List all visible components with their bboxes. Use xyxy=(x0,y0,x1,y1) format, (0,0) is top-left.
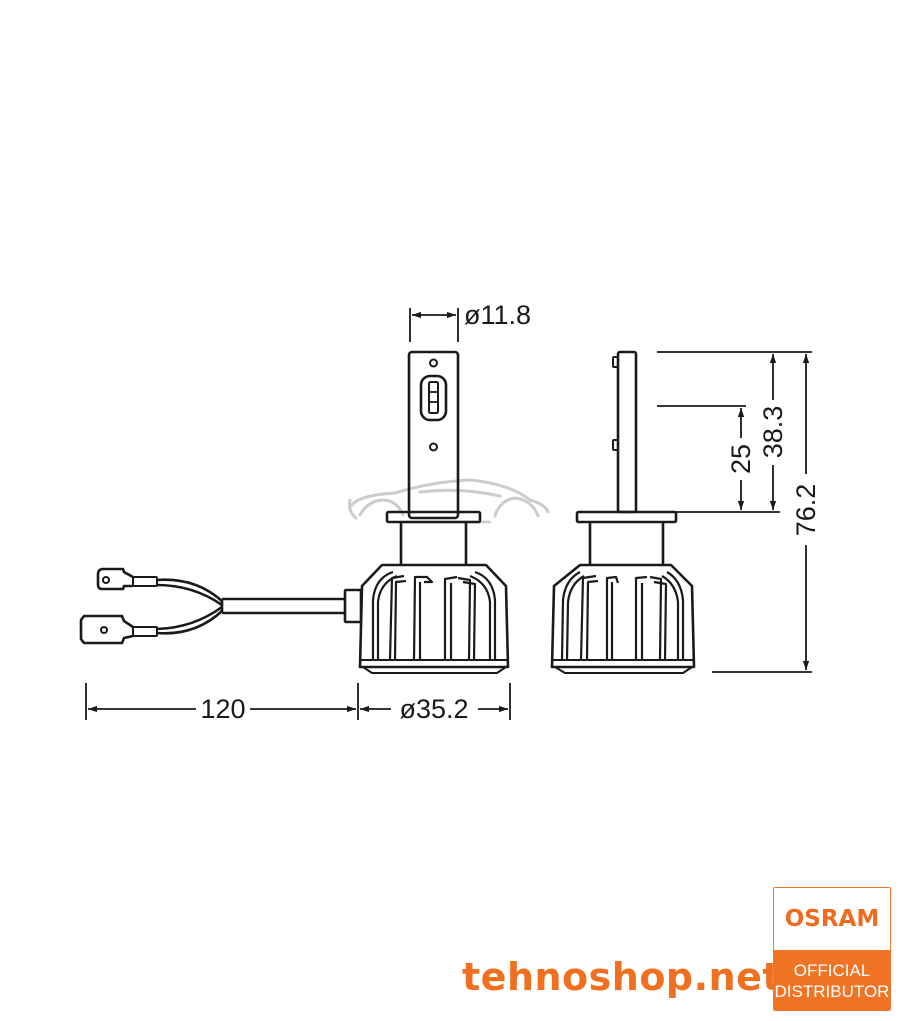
osram-distributor-badge: OSRAM OFFICIAL DISTRIBUTOR xyxy=(773,887,891,1011)
front-view-bulb xyxy=(79,350,510,674)
dim-light-center: 25 xyxy=(726,444,756,474)
dim-heatsink-diameter: ø35.2 xyxy=(399,694,468,724)
dim-cable-length: 120 xyxy=(200,694,245,724)
dimension-labels: ø11.8 120 ø35.2 25 38.3 76.2 xyxy=(200,300,821,724)
dim-total-height: 76.2 xyxy=(791,484,821,537)
dimension-lines xyxy=(85,308,812,720)
side-view-bulb xyxy=(550,350,696,674)
site-logo-text: tehnoshop.net xyxy=(462,955,782,999)
car-watermark-icon xyxy=(348,478,550,524)
dim-base-diameter: ø11.8 xyxy=(464,300,531,330)
distributor-line-1: OFFICIAL xyxy=(793,961,871,980)
dim-base-height: 38.3 xyxy=(758,406,788,459)
osram-logo: OSRAM xyxy=(784,906,880,932)
distributor-label: OFFICIAL DISTRIBUTOR xyxy=(774,950,890,1010)
distributor-line-2: DISTRIBUTOR xyxy=(774,982,890,1001)
